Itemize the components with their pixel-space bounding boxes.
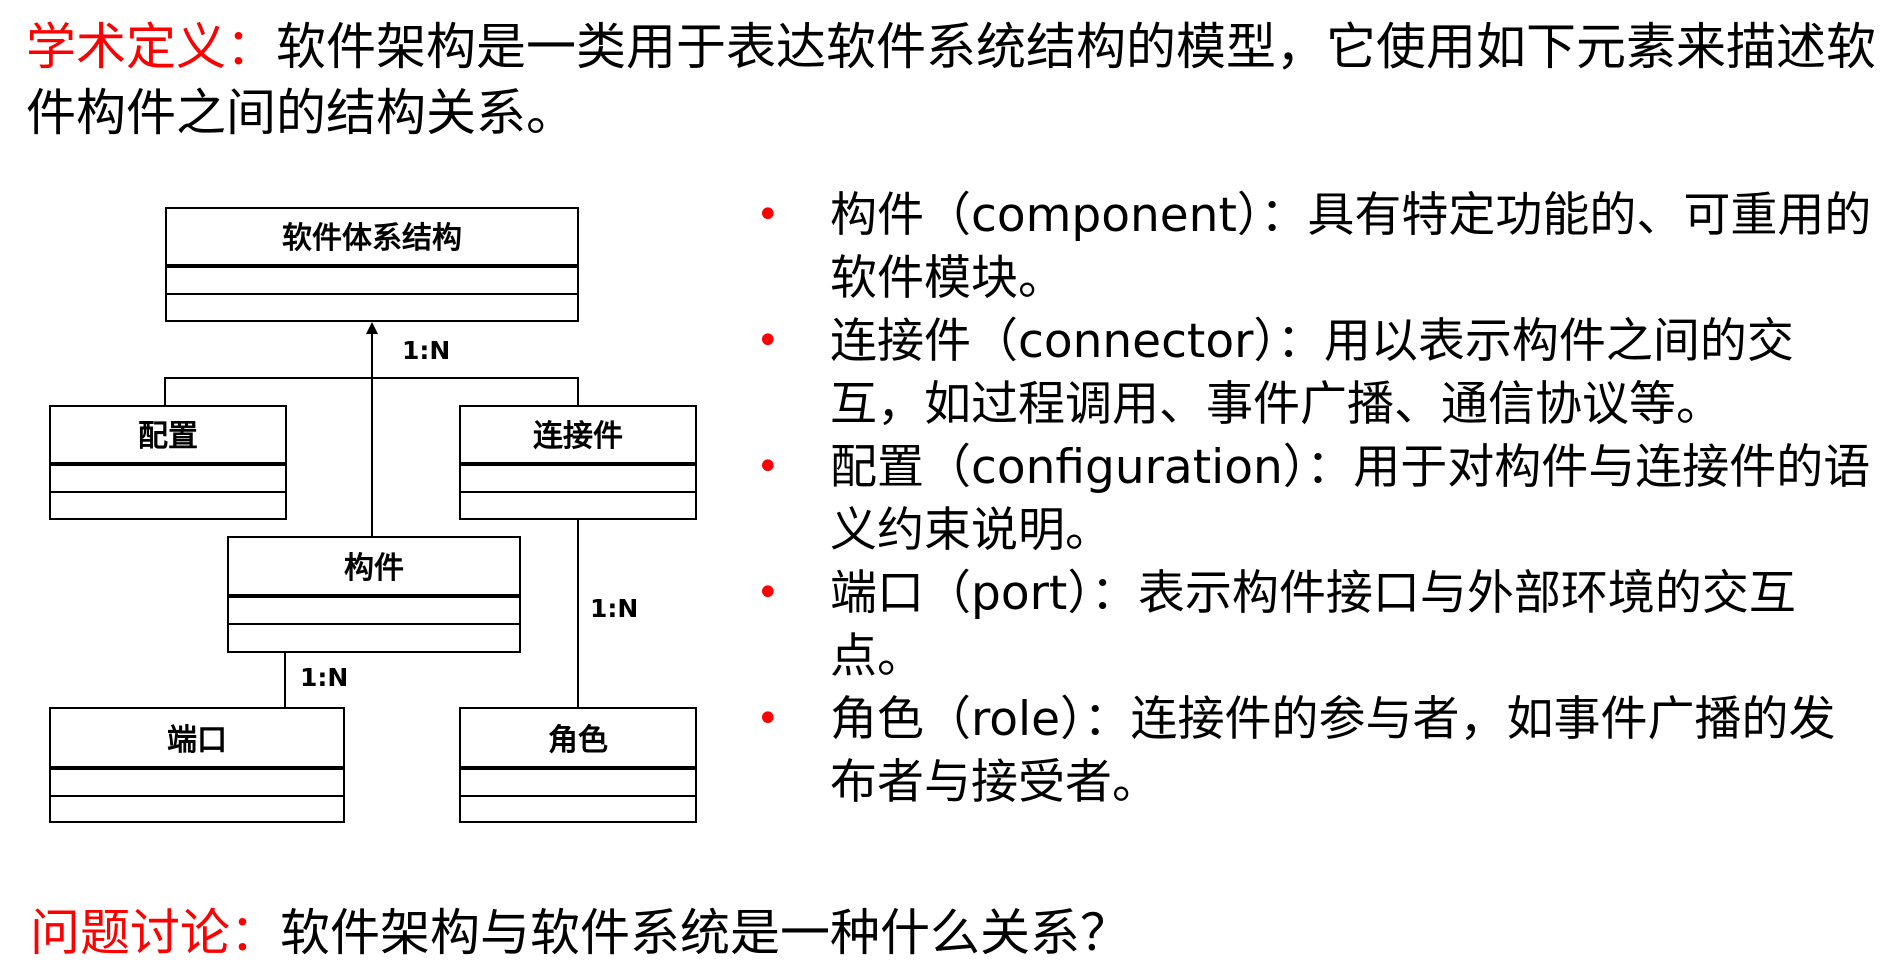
bullet-dot-icon: •: [756, 444, 780, 490]
class-name-architecture: 软件体系结构: [282, 221, 462, 256]
element-definition-list: • 构件（component）：具有特定功能的、可重用的软件模块。 • 连接件（co…: [748, 184, 1878, 814]
list-item-text: 角色（role）：连接件的参与者，如事件广播的发布者与接受者。: [830, 692, 1836, 810]
multiplicity-label: 1:N: [300, 663, 348, 692]
list-item: • 角色（role）：连接件的参与者，如事件广播的发布者与接受者。: [748, 688, 1878, 814]
class-name-config: 配置: [138, 419, 198, 454]
class-box-role: [459, 707, 697, 823]
list-item-text: 连接件（connector）：用以表示构件之间的交互，如过程调用、事件广播、通信…: [830, 314, 1794, 432]
discussion-text: 软件架构与软件系统是一种什么关系？: [280, 904, 1130, 962]
class-name-connector: 连接件: [533, 419, 623, 454]
discussion-question: 问题讨论：软件架构与软件系统是一种什么关系？: [30, 900, 1530, 966]
intro-text: 软件架构是一类用于表达软件系统结构的模型，它使用如下元素来描述软件构件之间的结构…: [26, 18, 1876, 142]
list-item: • 连接件（connector）：用以表示构件之间的交互，如过程调用、事件广播、通…: [748, 310, 1878, 436]
list-item-text: 配置（configuration）：用于对构件与连接件的语义约束说明。: [830, 440, 1871, 558]
discussion-label: 问题讨论：: [30, 904, 280, 962]
bullet-dot-icon: •: [756, 570, 780, 616]
uml-class-diagram: 1:N 1:N 1:N: [49, 207, 697, 823]
class-box-port: [49, 707, 345, 823]
intro-label: 学术定义：: [26, 18, 276, 76]
multiplicity-label: 1:N: [402, 336, 450, 365]
class-box-component: [227, 536, 521, 653]
intro-paragraph: 学术定义：软件架构是一类用于表达软件系统结构的模型，它使用如下元素来描述软件构件…: [26, 14, 1876, 146]
class-box-architecture: [165, 207, 579, 322]
list-item-text: 端口（port）：表示构件接口与外部环境的交互点。: [830, 566, 1796, 684]
list-item-text: 构件（component）：具有特定功能的、可重用的软件模块。: [830, 188, 1872, 306]
list-item: • 端口（port）：表示构件接口与外部环境的交互点。: [748, 562, 1878, 688]
class-box-connector: [459, 405, 697, 520]
bullet-dot-icon: •: [756, 192, 780, 238]
multiplicity-label: 1:N: [590, 594, 638, 623]
bullet-dot-icon: •: [756, 696, 780, 742]
config-connector-bracket: [164, 377, 579, 406]
list-item: • 构件（component）：具有特定功能的、可重用的软件模块。: [748, 184, 1878, 310]
bullet-dot-icon: •: [756, 318, 780, 364]
class-name-port: 端口: [167, 723, 227, 758]
list-item: • 配置（configuration）：用于对构件与连接件的语义约束说明。: [748, 436, 1878, 562]
class-name-component: 构件: [344, 551, 404, 586]
class-name-role: 角色: [548, 723, 608, 758]
class-box-config: [49, 405, 287, 520]
